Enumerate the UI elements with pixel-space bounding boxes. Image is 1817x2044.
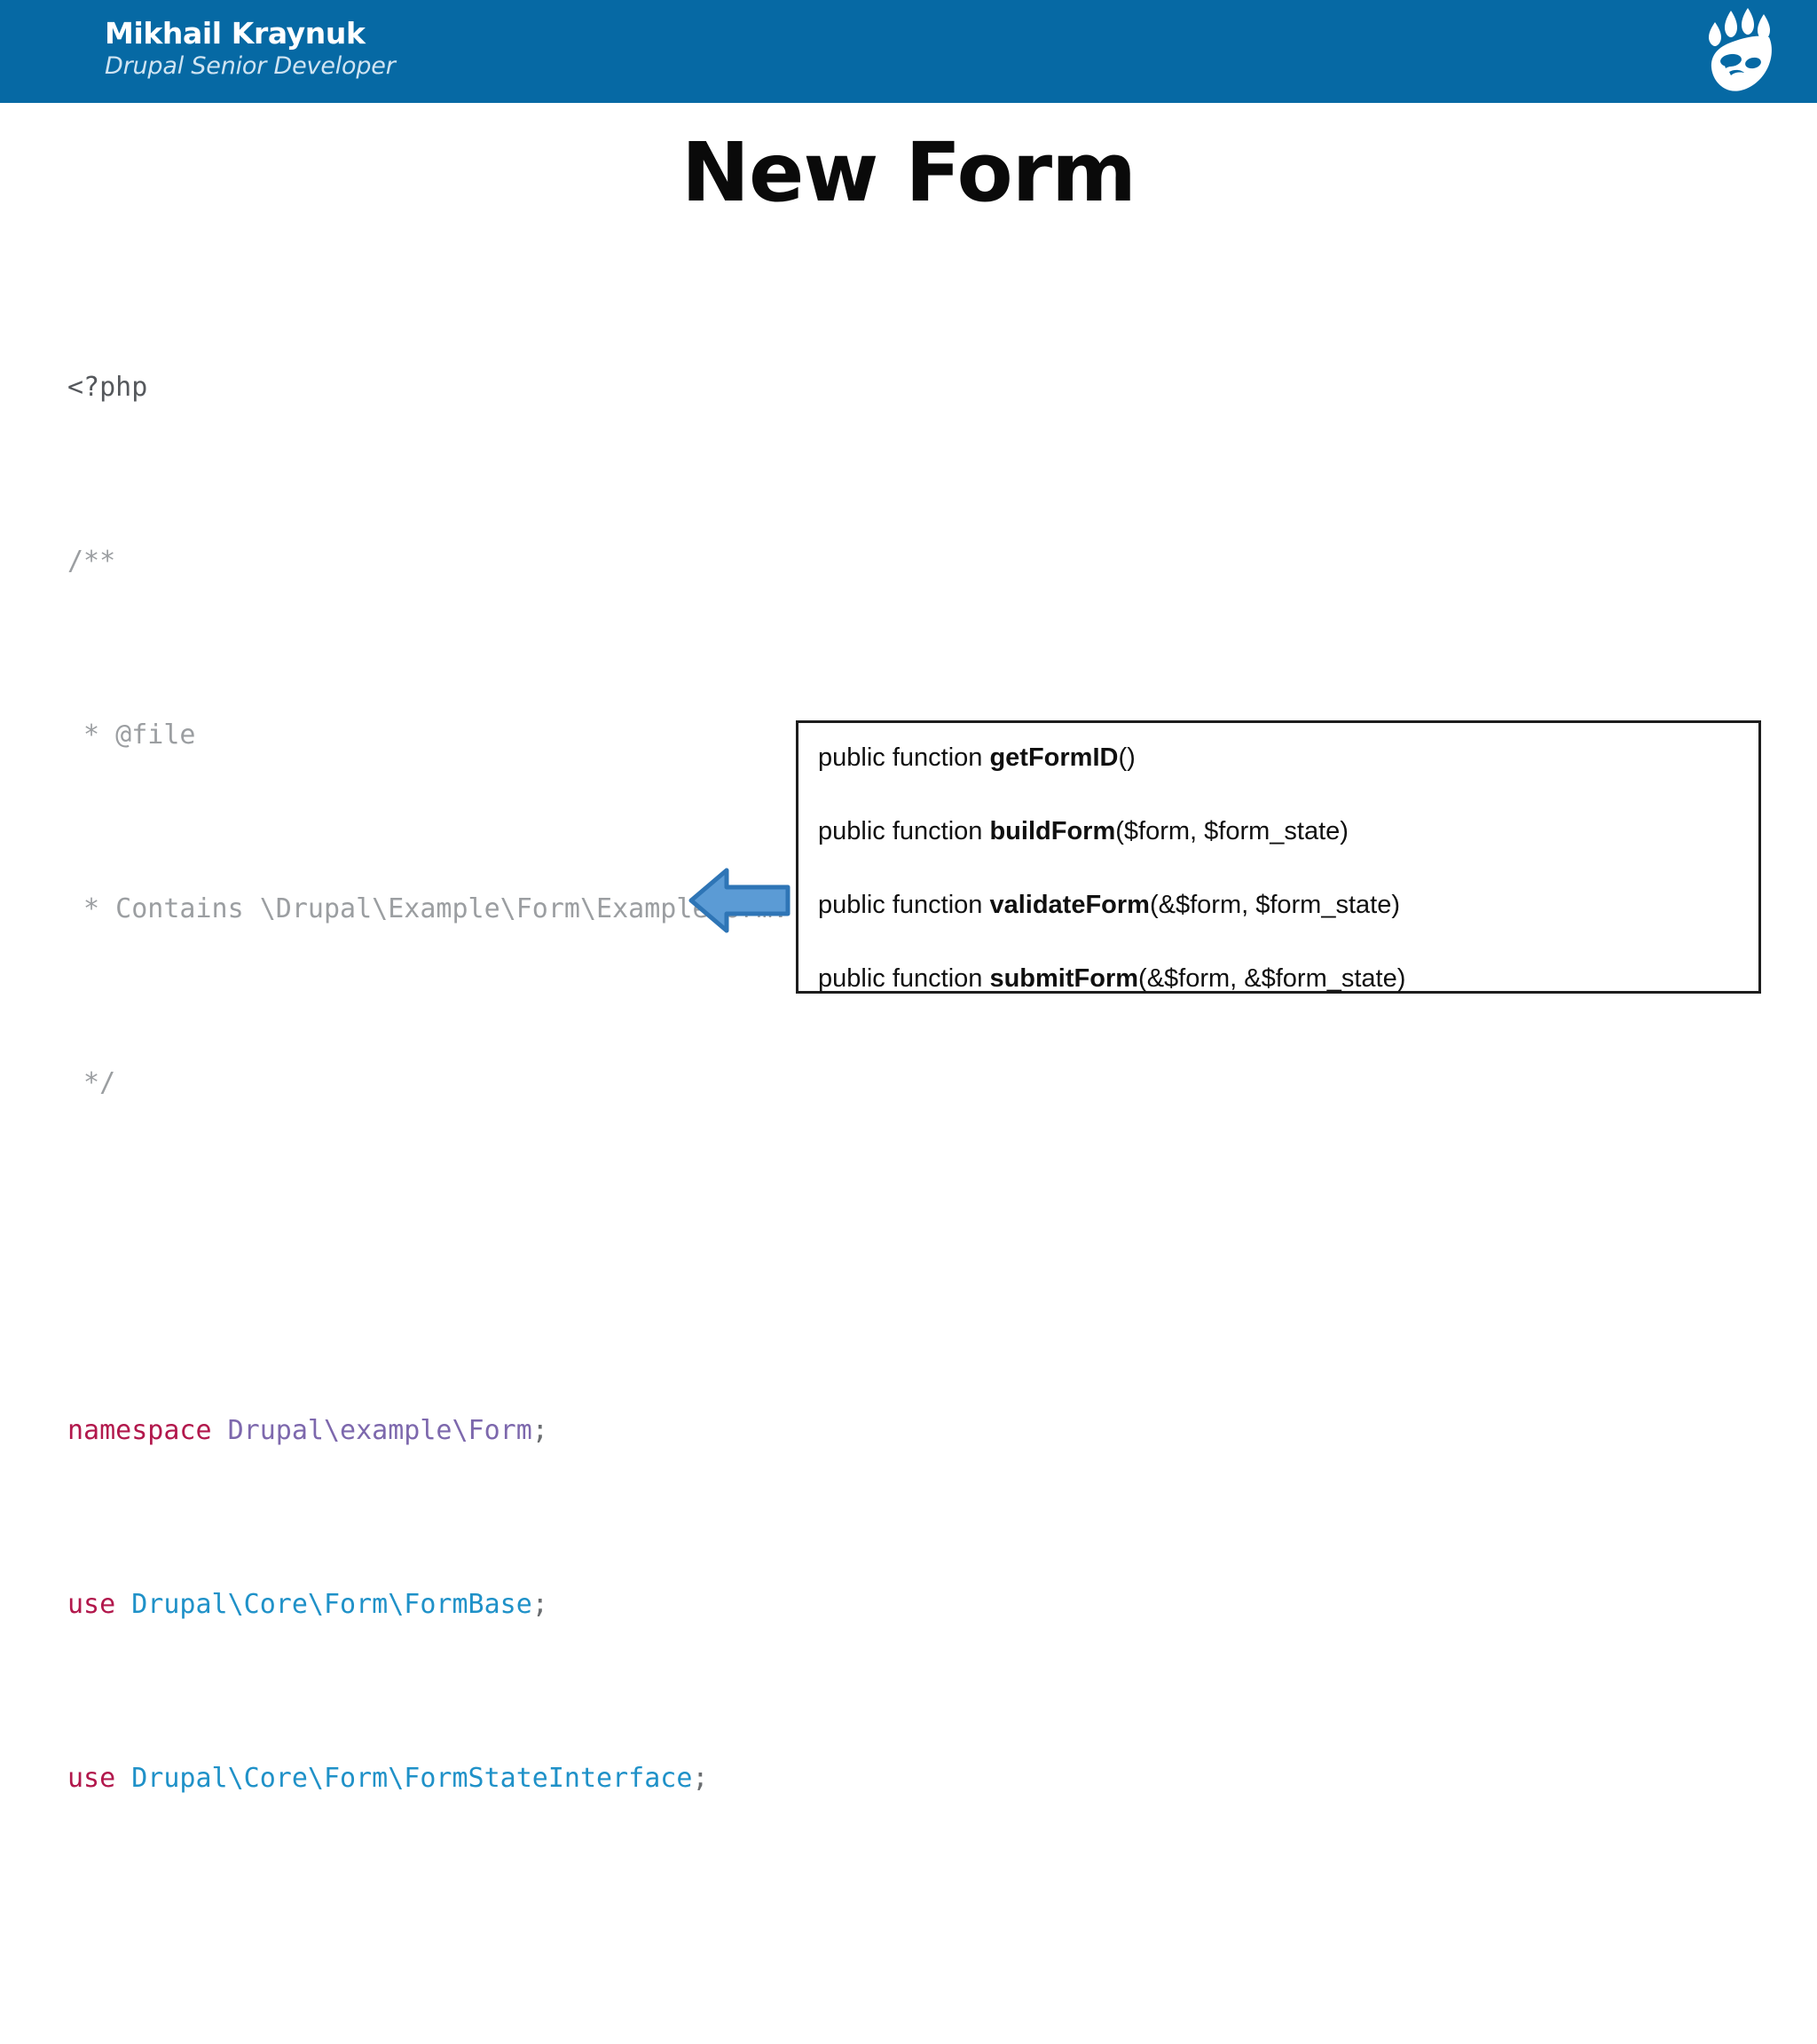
method-signatures-callout: public function getFormID() public funct… bbox=[796, 720, 1761, 994]
code-token-keyword: use bbox=[67, 1763, 116, 1794]
code-token-keyword: namespace bbox=[67, 1415, 212, 1446]
bear-paw-logo-icon bbox=[1691, 7, 1783, 96]
code-token-import-path: Drupal\Core\Form\FormStateInterface bbox=[131, 1763, 693, 1794]
method-args: (&$form, $form_state) bbox=[1149, 891, 1400, 919]
code-token-semicolon: ; bbox=[531, 1589, 548, 1620]
method-args: ($form, $form_state) bbox=[1115, 817, 1349, 845]
method-signature-row: public function buildForm($form, $form_s… bbox=[818, 816, 1758, 847]
method-prefix: public function bbox=[818, 964, 990, 993]
code-token-comment: /** bbox=[67, 546, 116, 577]
code-line-php-open: <?php bbox=[67, 366, 789, 409]
method-name: getFormID bbox=[989, 743, 1119, 772]
code-line-use: use Drupal\Core\Form\FormBase; bbox=[67, 1583, 789, 1626]
method-name: validateForm bbox=[989, 891, 1150, 919]
left-arrow-icon bbox=[688, 865, 794, 936]
code-line-blank bbox=[67, 1930, 789, 1974]
code-token-space bbox=[212, 1415, 228, 1446]
method-signature-row: public function submitForm(&$form, &$for… bbox=[818, 963, 1758, 994]
code-token-namespace-path: Drupal\example\Form bbox=[227, 1415, 532, 1446]
method-prefix: public function bbox=[818, 817, 990, 845]
code-token-keyword: use bbox=[67, 1589, 116, 1620]
code-token-import-path: Drupal\Core\Form\FormBase bbox=[131, 1589, 532, 1620]
presenter-block: Mikhail Kraynuk Drupal Senior Developer bbox=[105, 16, 396, 82]
code-token-space bbox=[115, 1763, 131, 1794]
page-title: New Form bbox=[681, 125, 1137, 220]
code-line-comment: * Contains \Drupal\Example\Form\ExampleF… bbox=[67, 887, 789, 931]
code-token-comment: * Contains \Drupal\Example\Form\ExampleF… bbox=[67, 893, 789, 924]
code-token-php-open: <?php bbox=[67, 372, 148, 403]
method-args: () bbox=[1118, 743, 1136, 772]
method-name: buildForm bbox=[989, 817, 1116, 845]
method-signature-row: public function getFormID() bbox=[818, 743, 1758, 774]
method-name: submitForm bbox=[989, 964, 1139, 993]
method-signature-row: public function validateForm(&$form, $fo… bbox=[818, 890, 1758, 921]
code-line-comment: */ bbox=[67, 1061, 789, 1105]
method-prefix: public function bbox=[818, 743, 990, 772]
code-line-use: use Drupal\Core\Form\FormStateInterface; bbox=[67, 1757, 789, 1800]
header-bar: Mikhail Kraynuk Drupal Senior Developer bbox=[0, 0, 1817, 103]
code-line-blank bbox=[67, 1235, 789, 1278]
method-prefix: public function bbox=[818, 891, 990, 919]
code-token-comment: * @file bbox=[67, 719, 196, 751]
code-line-comment: * @file bbox=[67, 713, 789, 757]
presenter-name: Mikhail Kraynuk bbox=[105, 16, 366, 51]
presenter-role: Drupal Senior Developer bbox=[105, 52, 396, 80]
php-code-block: <?php /** * @file * Contains \Drupal\Exa… bbox=[67, 235, 789, 2044]
code-line-comment: /** bbox=[67, 539, 789, 583]
method-args: (&$form, &$form_state) bbox=[1138, 964, 1406, 993]
code-token-semicolon: ; bbox=[531, 1415, 548, 1446]
code-token-comment: */ bbox=[67, 1067, 116, 1098]
code-line-namespace: namespace Drupal\example\Form; bbox=[67, 1409, 789, 1452]
code-token-semicolon: ; bbox=[692, 1763, 709, 1794]
code-token-space bbox=[115, 1589, 131, 1620]
